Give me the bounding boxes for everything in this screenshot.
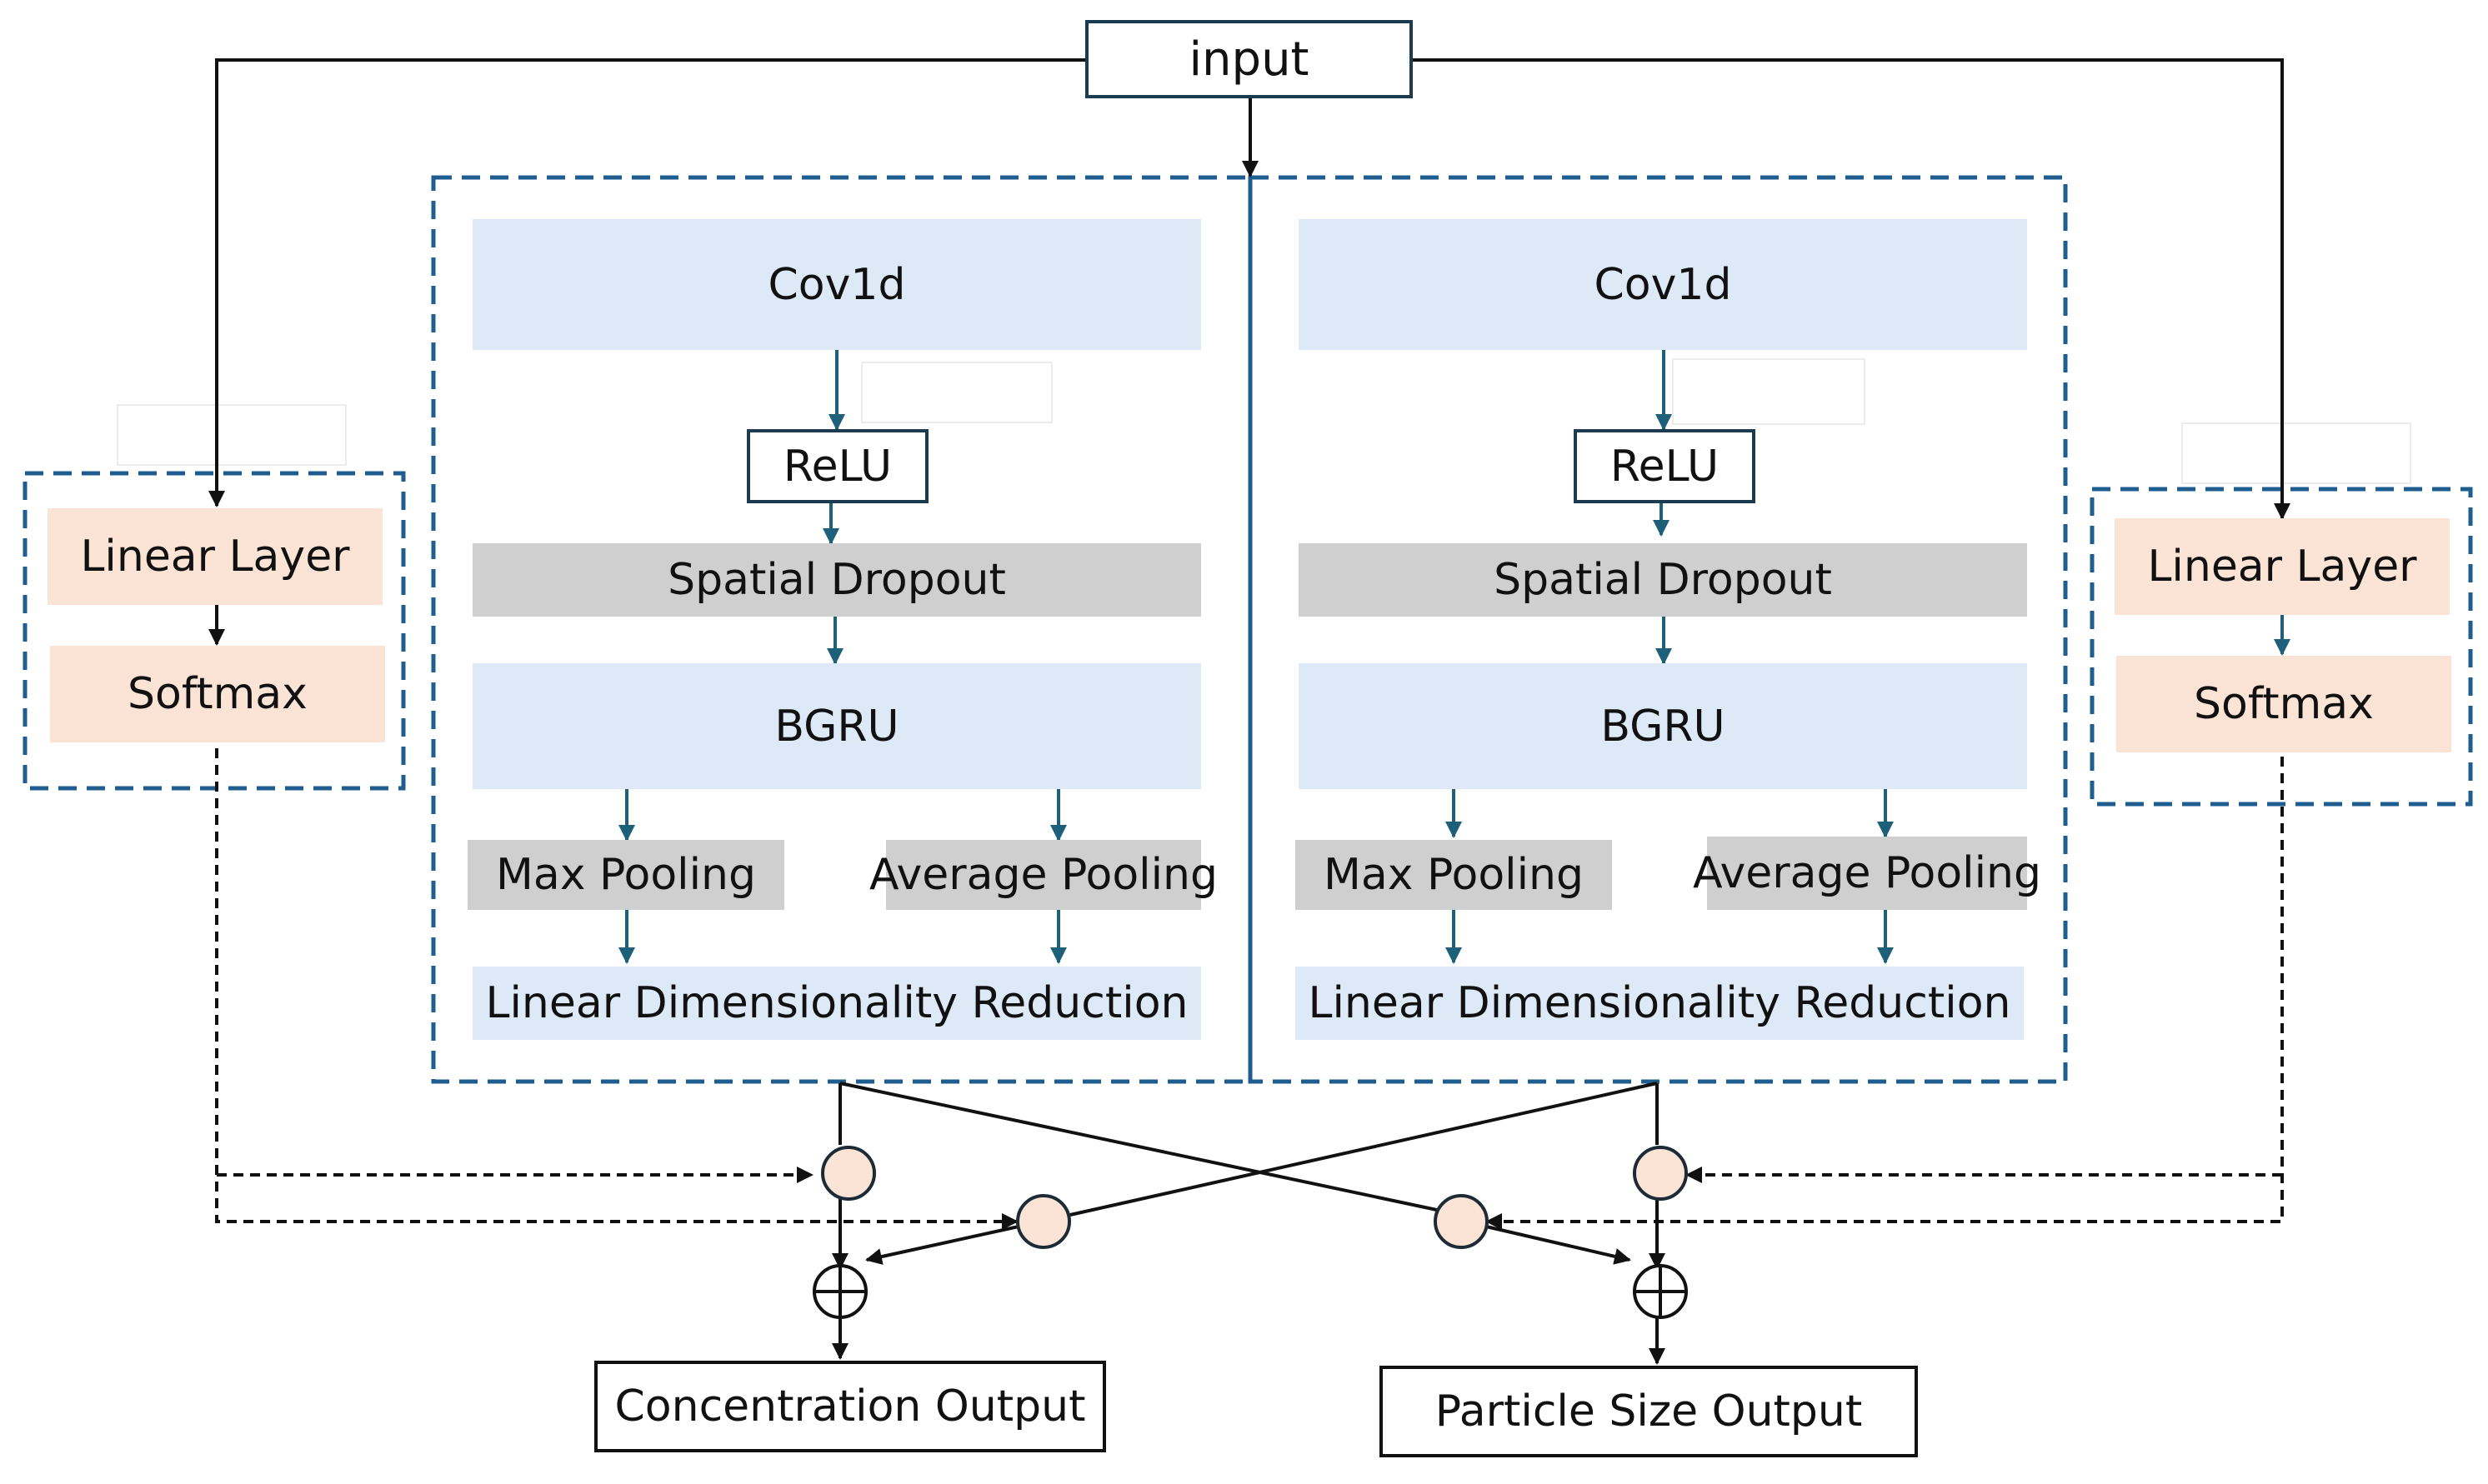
gate-multiply-node <box>1016 1194 1071 1249</box>
linear-reduction-label: Linear Dimensionality Reduction <box>485 978 1189 1028</box>
right-linear-layer-block: Linear Layer <box>2115 518 2450 615</box>
gate-multiply-node <box>1633 1146 1688 1201</box>
linear-reduction-label: Linear Dimensionality Reduction <box>1308 978 2011 1028</box>
right-gate-border <box>2090 487 2473 807</box>
right-softmax-block: Softmax <box>2116 656 2451 752</box>
cov1d-label: Cov1d <box>1594 259 1732 310</box>
concentration-output-label: Concentration Output <box>614 1382 1086 1432</box>
input-label: input <box>1189 32 1309 87</box>
left-relu-block: ReLU <box>747 429 929 503</box>
bgru-label: BGRU <box>774 701 899 752</box>
gate-multiply-node <box>1434 1194 1489 1249</box>
linear-layer-label: Linear Layer <box>2147 542 2417 592</box>
gate-multiply-node <box>821 1146 876 1201</box>
right-average-pooling-block: Average Pooling <box>1693 837 2041 910</box>
max-pooling-label: Max Pooling <box>1323 850 1584 900</box>
spatial-dropout-label: Spatial Dropout <box>668 555 1006 605</box>
right-branch-border <box>1248 175 2068 1084</box>
average-pooling-label: Average Pooling <box>869 850 1219 900</box>
right-relu-block: ReLU <box>1574 429 1755 503</box>
relu-label: ReLU <box>783 441 893 492</box>
concentration-output-box: Concentration Output <box>594 1361 1106 1452</box>
left-branch-border <box>431 175 1253 1084</box>
input-box: input <box>1085 20 1413 98</box>
left-cov1d-block: Cov1d <box>473 219 1201 350</box>
left-gate-border <box>23 471 406 791</box>
left-softmax-block: Softmax <box>50 646 385 742</box>
softmax-label: Softmax <box>128 669 308 719</box>
softmax-label: Softmax <box>2194 679 2374 729</box>
max-pooling-label: Max Pooling <box>495 850 757 900</box>
relu-label: ReLU <box>1609 441 1720 492</box>
linear-layer-label: Linear Layer <box>80 532 350 582</box>
particle-size-output-box: Particle Size Output <box>1379 1366 1918 1457</box>
blank-label-box <box>861 362 1053 423</box>
right-linear-reduction-block: Linear Dimensionality Reduction <box>1295 967 2024 1040</box>
spatial-dropout-label: Spatial Dropout <box>1494 555 1832 605</box>
left-max-pooling-block: Max Pooling <box>468 840 784 910</box>
bgru-label: BGRU <box>1600 701 1725 752</box>
left-linear-reduction-block: Linear Dimensionality Reduction <box>473 967 1201 1040</box>
left-average-pooling-block: Average Pooling <box>869 840 1218 910</box>
right-cov1d-block: Cov1d <box>1299 219 2027 350</box>
average-pooling-label: Average Pooling <box>1692 848 2042 898</box>
left-linear-layer-block: Linear Layer <box>48 508 383 605</box>
right-max-pooling-block: Max Pooling <box>1295 840 1612 910</box>
left-bgru-block: BGRU <box>473 663 1201 789</box>
right-spatial-dropout-block: Spatial Dropout <box>1299 543 2027 617</box>
blank-label-box <box>2181 422 2411 484</box>
right-bgru-block: BGRU <box>1299 663 2027 789</box>
particle-size-output-label: Particle Size Output <box>1434 1387 1863 1437</box>
left-spatial-dropout-block: Spatial Dropout <box>473 543 1201 617</box>
blank-label-box <box>1672 358 1865 425</box>
cov1d-label: Cov1d <box>768 259 906 310</box>
blank-label-box <box>117 404 347 466</box>
